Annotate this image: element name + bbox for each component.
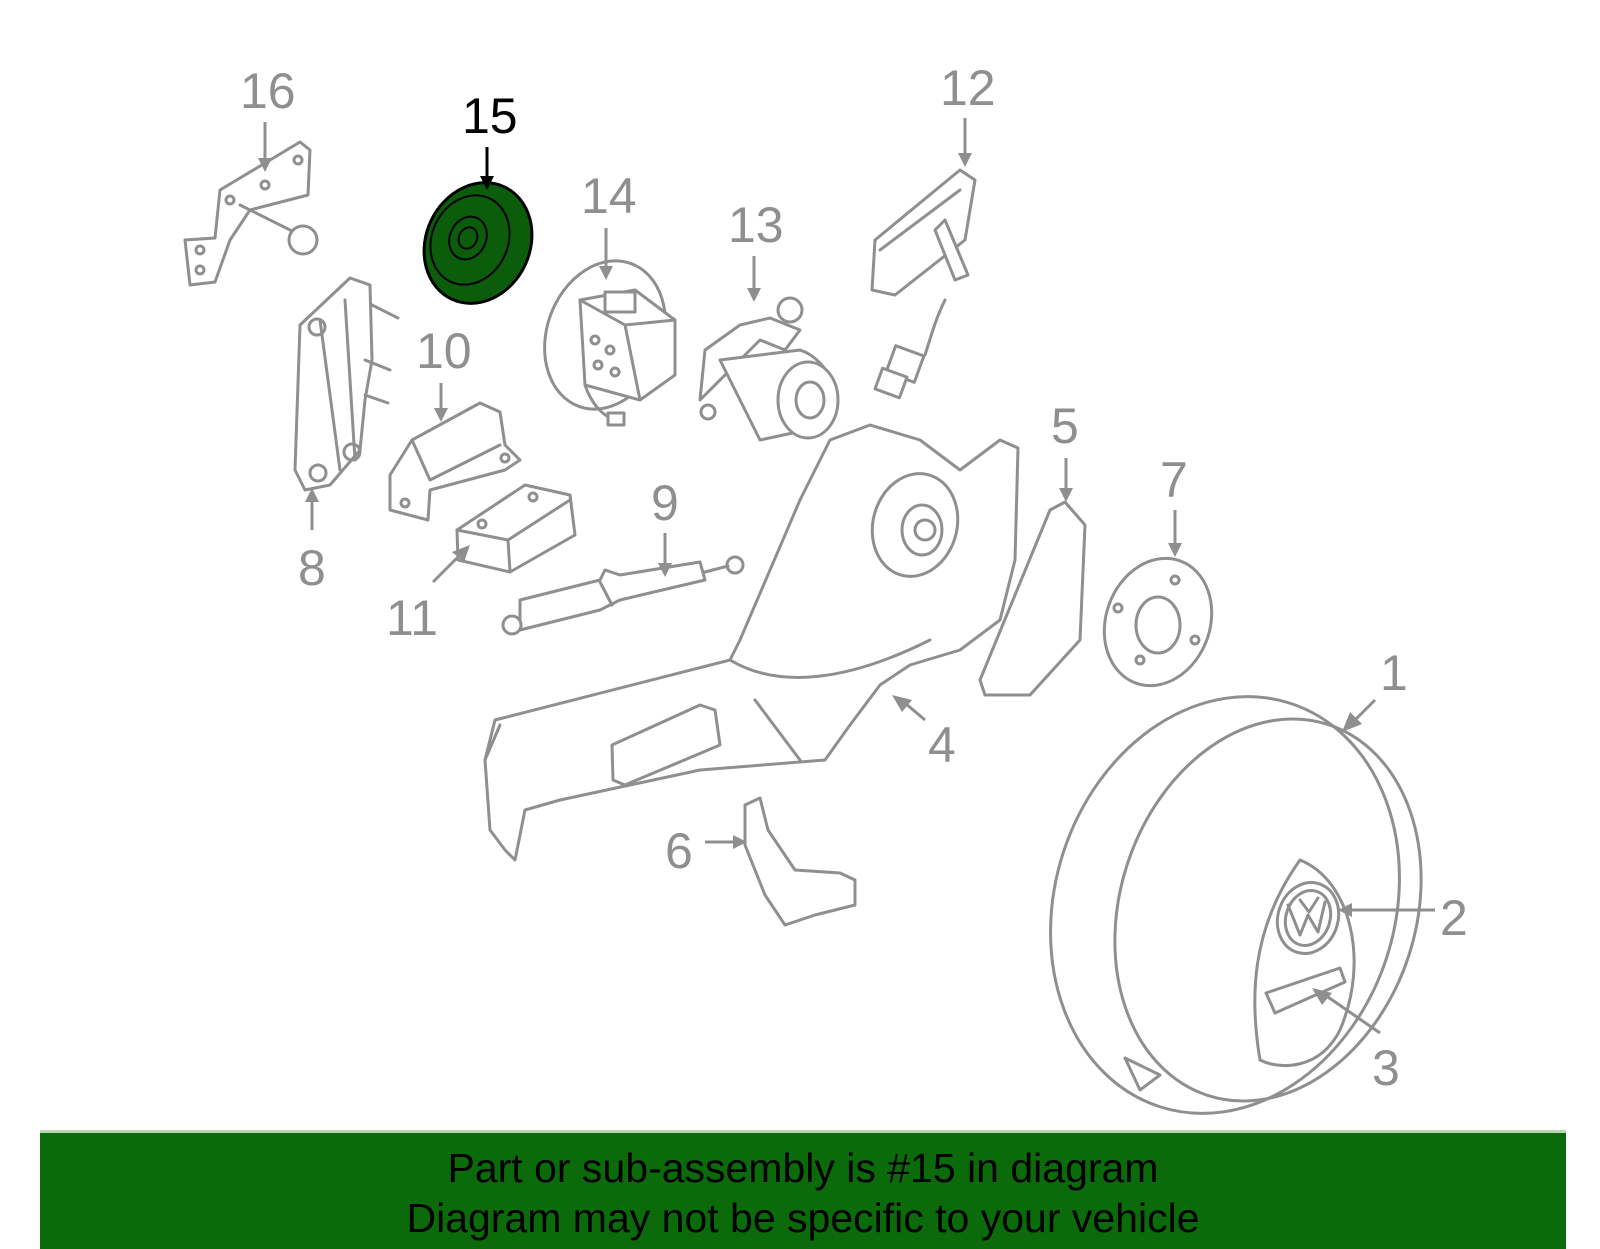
- callout-4: 4: [928, 717, 956, 773]
- part-2-emblem[interactable]: [1268, 874, 1347, 961]
- callout-14: 14: [581, 168, 637, 224]
- part-13-actuator[interactable]: [698, 296, 840, 442]
- part-5-cover[interactable]: [978, 500, 1087, 697]
- callout-10: 10: [416, 323, 472, 379]
- part-1-tire-cover[interactable]: [998, 651, 1469, 1159]
- part-10-channel[interactable]: [388, 401, 522, 522]
- part-8-bracket[interactable]: [293, 276, 400, 492]
- part-4-arm[interactable]: [483, 423, 1020, 862]
- banner-line-2: Diagram may not be specific to your vehi…: [406, 1195, 1200, 1241]
- callout-9: 9: [651, 475, 679, 531]
- callout-numbers: 16 15 14 13 12 10 8 11 9 5 7 4 6 1 2 3: [240, 60, 1468, 1096]
- part-16-hinge[interactable]: [183, 140, 319, 287]
- part-7-flange[interactable]: [1087, 543, 1229, 701]
- part-14-motor[interactable]: [525, 244, 686, 427]
- callout-13: 13: [728, 197, 784, 253]
- callout-1: 1: [1380, 645, 1408, 701]
- callout-7: 7: [1160, 452, 1188, 508]
- callout-15[interactable]: 15: [462, 88, 518, 144]
- callout-2: 2: [1440, 890, 1468, 946]
- part-3-badge[interactable]: [1264, 966, 1347, 1015]
- callout-8: 8: [298, 540, 326, 596]
- part-9-strut[interactable]: [501, 555, 745, 636]
- callout-6: 6: [665, 823, 693, 879]
- part-6-flap[interactable]: [743, 796, 857, 927]
- part-15-disc[interactable]: [405, 165, 552, 321]
- part-12-switch[interactable]: [870, 168, 977, 400]
- callout-5: 5: [1051, 398, 1079, 454]
- banner-line-1: Part or sub-assembly is #15 in diagram: [447, 1145, 1159, 1191]
- callout-12: 12: [940, 60, 996, 116]
- callout-leaders: [258, 118, 1435, 1035]
- callout-3: 3: [1372, 1040, 1400, 1096]
- part-11-block[interactable]: [455, 483, 577, 574]
- callout-16: 16: [240, 63, 296, 119]
- callout-11: 11: [386, 590, 438, 646]
- footer-banner: Part or sub-assembly is #15 in diagram D…: [40, 1130, 1566, 1249]
